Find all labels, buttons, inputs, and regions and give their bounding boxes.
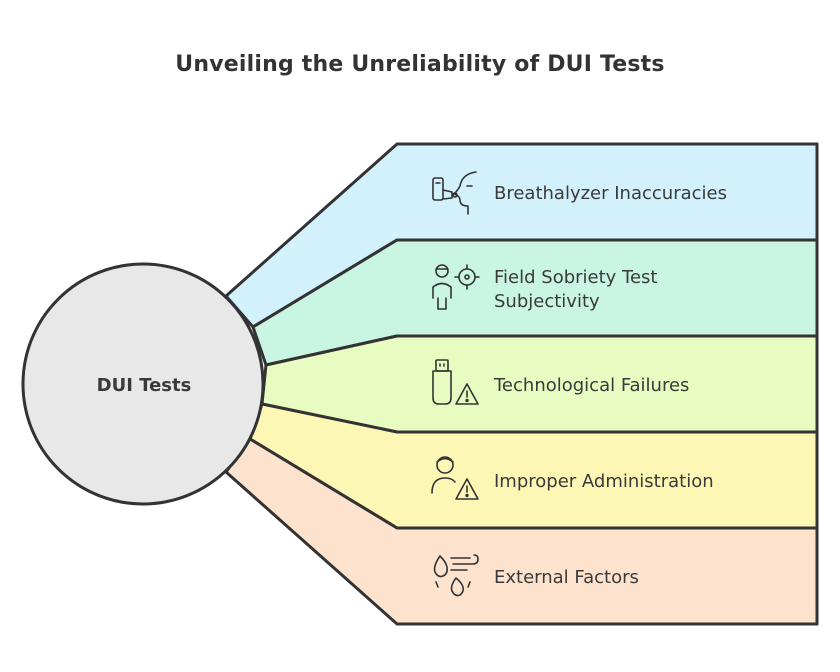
branch-label-field-sobriety-test-line1: Field Sobriety Test — [494, 267, 658, 288]
branch-label-technological-failures: Technological Failures — [493, 375, 689, 396]
hub-circle — [21, 262, 265, 506]
branch-label-breathalyzer-inaccuracies: Breathalyzer Inaccuracies — [494, 183, 727, 204]
diagram-title: Unveiling the Unreliability of DUI Tests — [175, 52, 665, 77]
weather-drops-icon — [433, 554, 479, 597]
hub-label: DUI Tests — [97, 375, 192, 396]
officer-target-icon — [432, 264, 480, 310]
breathalyzer-icon — [432, 171, 477, 215]
person-warning-icon — [431, 456, 479, 500]
branch-label-external-factors: External Factors — [494, 567, 639, 588]
branch-label-improper-administration: Improper Administration — [494, 471, 714, 492]
device-warning-icon — [432, 359, 479, 405]
branch-label-field-sobriety-test-line2: Subjectivity — [494, 291, 600, 312]
